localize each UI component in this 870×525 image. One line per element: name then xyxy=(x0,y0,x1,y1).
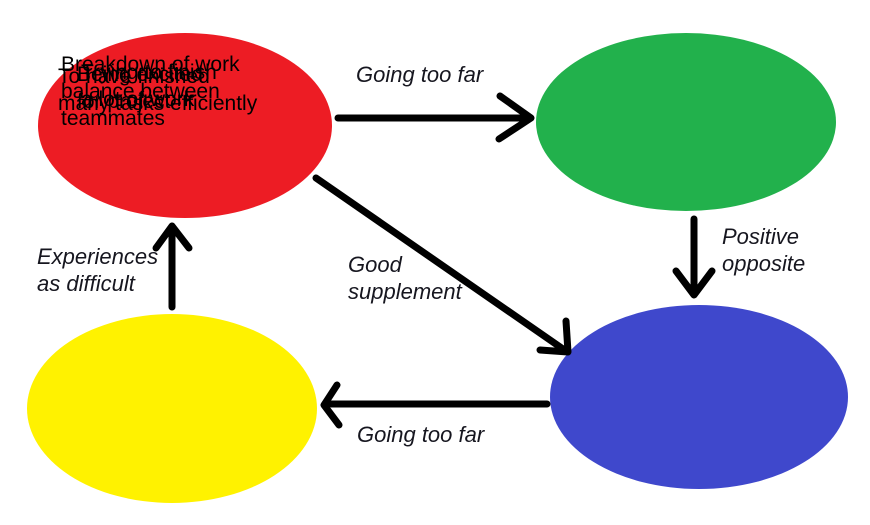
arrow-red-to-green xyxy=(334,92,535,143)
node-trying-to-finish-work xyxy=(536,33,836,211)
edge-label-positive-opposite: Positive opposite xyxy=(722,223,805,277)
node-being-excited-label: Being excited for project xyxy=(77,61,203,115)
node-label-line: Being excited xyxy=(77,63,204,86)
arrow-green-to-blue xyxy=(672,215,716,299)
edge-label-line: Going too far xyxy=(356,62,484,87)
edge-label-good-supplement: Good supplement xyxy=(348,251,462,305)
edge-label-going-too-far-top: Going too far xyxy=(356,61,483,88)
arrow-blue-to-yellow xyxy=(320,381,551,429)
node-trying-to-finish-label: Trying to finish a lot of work xyxy=(81,59,217,113)
edge-label-line: Good xyxy=(348,252,402,277)
node-label-line: balance between xyxy=(61,80,220,103)
edge-label-going-too-far-bottom: Going too far xyxy=(357,421,484,448)
node-breakdown-label: Breakdown of work balance between teamma… xyxy=(61,51,240,132)
node-label-line: a lot of work xyxy=(81,88,195,111)
edge-label-experiences-as-difficult: Experiences as difficult xyxy=(37,243,158,297)
edge-label-line: opposite xyxy=(722,251,806,276)
edge-label-line: Going too far xyxy=(357,422,485,447)
node-finished-many-tasks-label: To have finished many tasks efficiently xyxy=(58,63,257,117)
node-finished-many-tasks xyxy=(550,305,848,489)
arrow-yellow-to-red xyxy=(152,222,193,311)
node-label-line: many tasks efficiently xyxy=(58,92,258,115)
node-label-line: for project xyxy=(77,90,171,113)
node-breakdown-of-work-balance xyxy=(27,314,317,503)
node-label-line: teammates xyxy=(61,107,165,130)
node-label-line: Breakdown of work xyxy=(61,53,240,76)
edge-label-line: supplement xyxy=(348,279,462,304)
edge-label-line: as difficult xyxy=(37,271,135,296)
arrow-red-to-blue xyxy=(312,174,572,356)
node-label-line: To have finished xyxy=(58,65,210,88)
edge-label-line: Experiences xyxy=(37,244,159,269)
node-being-excited-for-project xyxy=(38,33,332,218)
node-label-line: Trying to finish xyxy=(81,61,217,84)
edge-label-line: Positive xyxy=(722,224,800,249)
